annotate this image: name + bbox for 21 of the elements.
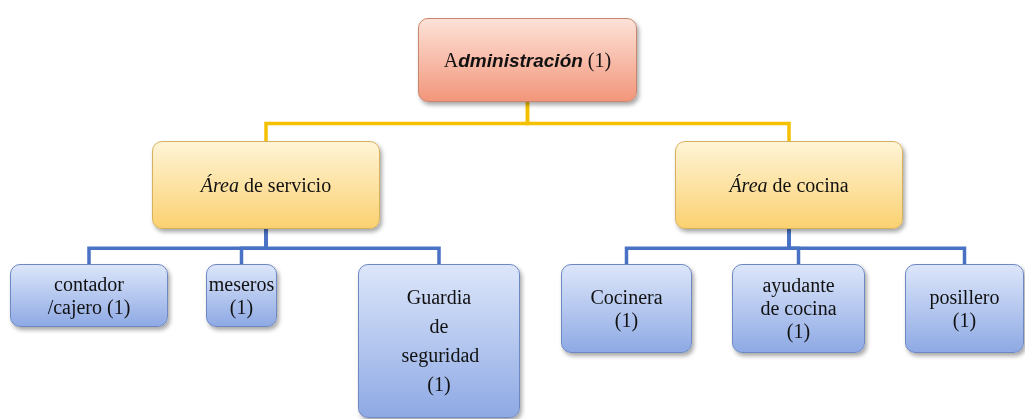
area-box xyxy=(152,141,380,229)
role-box xyxy=(561,264,692,353)
role-box xyxy=(358,264,520,418)
box-label: ayudante de cocina (1) xyxy=(759,274,838,343)
box-label: Área de cocina xyxy=(729,173,849,197)
box-label: Cocinera (1) xyxy=(589,285,664,332)
box-label: meseros (1) xyxy=(207,272,276,319)
box-label: posillero (1) xyxy=(928,285,1001,332)
role-box xyxy=(10,264,168,327)
connector-line xyxy=(787,229,967,264)
box-label: contador /cajero (1) xyxy=(46,272,132,319)
title-box xyxy=(418,18,637,102)
role-box xyxy=(905,264,1024,353)
connector-line xyxy=(264,229,441,264)
connector-line xyxy=(525,102,791,141)
role-box xyxy=(732,264,865,353)
box-label: Área de servicio xyxy=(200,173,332,197)
role-box xyxy=(206,264,277,327)
box-label: Administración (1) xyxy=(443,48,612,72)
area-box xyxy=(675,141,903,229)
box-label: Guardia de seguridad (1) xyxy=(401,285,477,397)
